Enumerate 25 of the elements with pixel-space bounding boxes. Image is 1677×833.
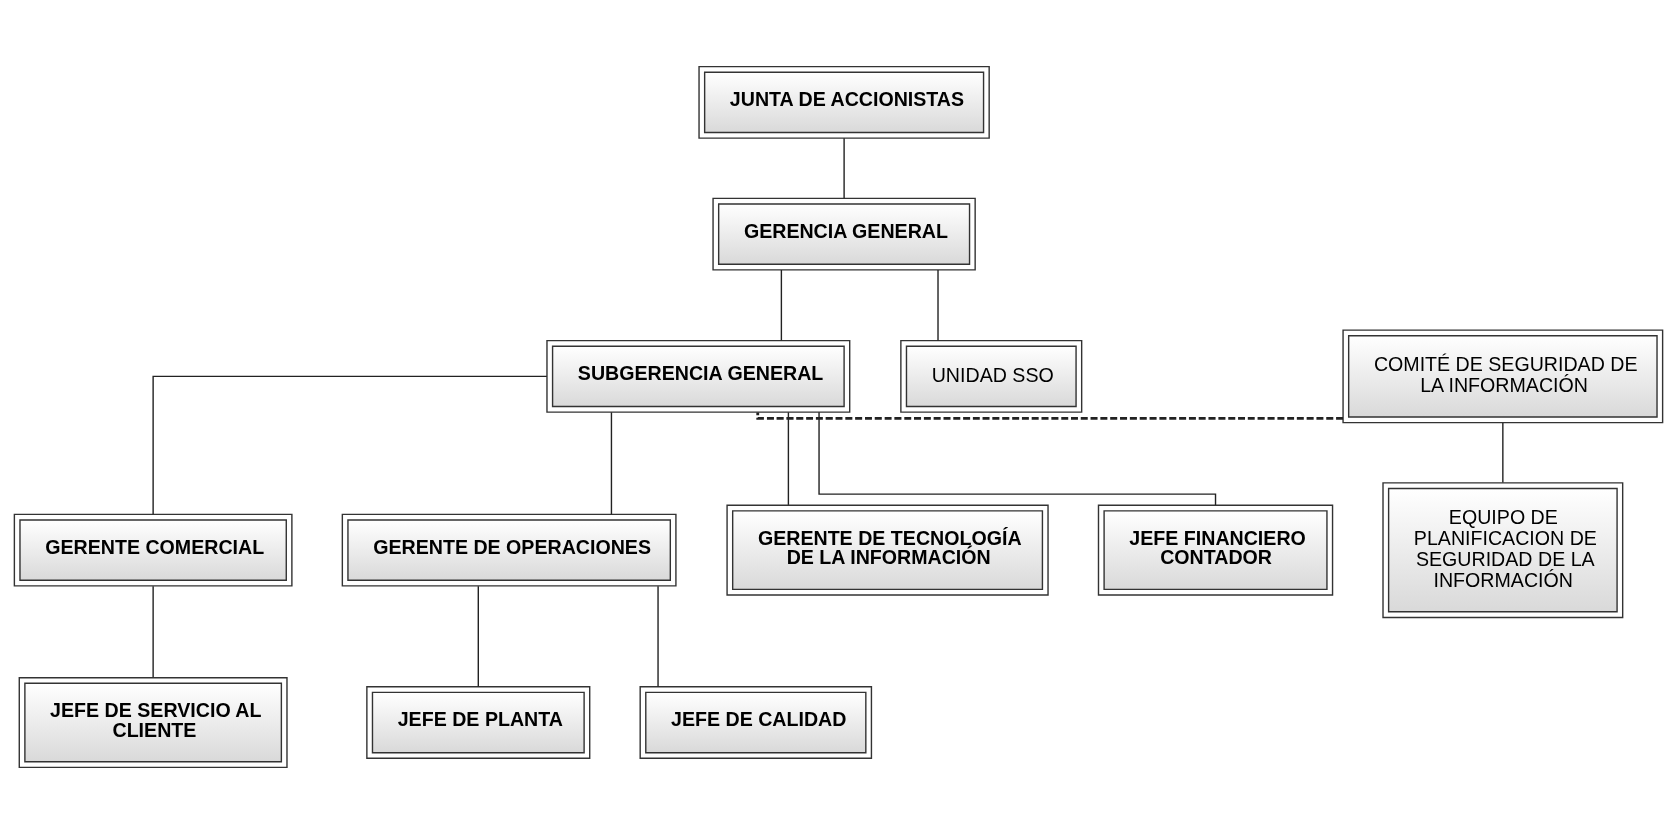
connector <box>610 411 613 515</box>
node-box: JEFE DE CALIDAD <box>639 685 873 759</box>
node-box: JEFE DE SERVICIO AL CLIENTE <box>18 676 288 768</box>
connector <box>756 411 1343 420</box>
node-box: SUBGERENCIA GENERAL <box>546 339 851 413</box>
connector <box>657 585 659 687</box>
node-box: JUNTA DE ACCIONISTAS <box>698 65 990 139</box>
connector <box>843 137 845 199</box>
connector <box>818 411 1217 506</box>
node-box: GERENTE DE OPERACIONES <box>341 513 677 587</box>
connector <box>787 411 790 506</box>
connector <box>937 268 939 341</box>
connector <box>780 268 783 341</box>
node-box: GERENTE DE TECNOLOGÍA DE LA INFORMACIÓN <box>726 504 1049 596</box>
connector <box>1502 421 1504 483</box>
node-box: EQUIPO DE PLANIFICACION DE SEGURIDAD DE LA INFORMACIÓN <box>1382 481 1624 618</box>
connector <box>152 585 154 678</box>
node-box: COMITÉ DE SEGURIDAD DE LA INFORMACIÓN <box>1342 328 1664 423</box>
connector <box>477 585 479 687</box>
node-box: GERENCIA GENERAL <box>712 197 976 271</box>
connector <box>152 375 548 515</box>
node-box: UNIDAD SSO <box>900 339 1083 413</box>
node-box: JEFE DE PLANTA <box>366 685 591 759</box>
node-box: GERENTE COMERCIAL <box>13 513 293 587</box>
node-box: JEFE FINANCIERO CONTADOR <box>1097 504 1334 596</box>
